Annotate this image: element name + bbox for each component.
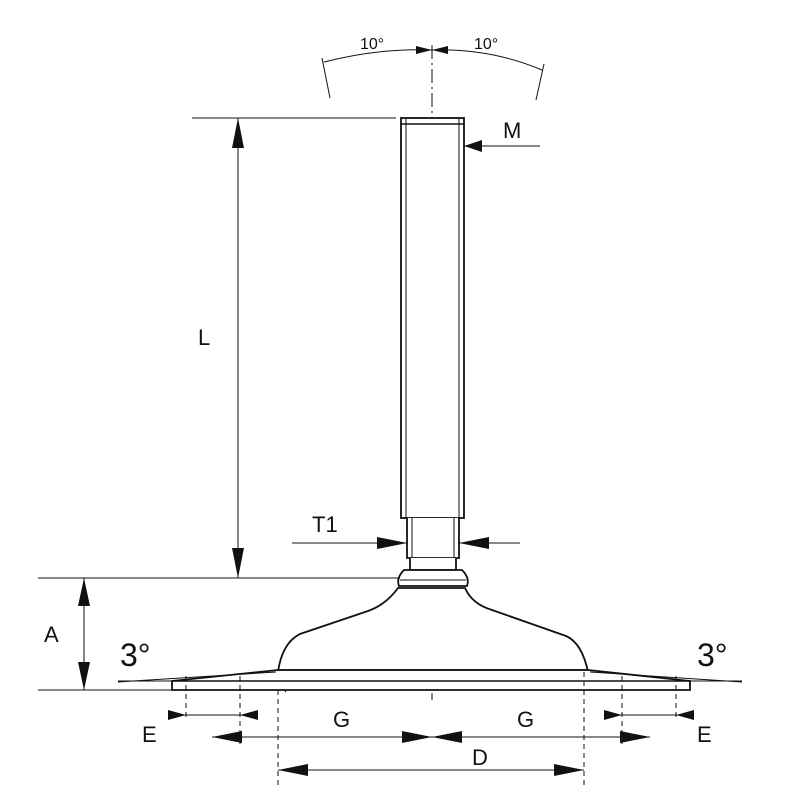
dimension-t1 xyxy=(292,537,520,549)
angle-right-label: 10° xyxy=(474,36,498,53)
tilt-ref-left xyxy=(117,671,277,683)
hex-label: T1 xyxy=(312,512,338,537)
dimension-a xyxy=(38,577,400,691)
dimension-m xyxy=(464,140,540,152)
half-left-label: G xyxy=(333,707,350,732)
dimension-d xyxy=(278,764,584,776)
threaded-stem xyxy=(400,117,465,571)
diameter-label: D xyxy=(472,745,488,770)
dimension-e-left xyxy=(168,710,258,720)
half-right-label: G xyxy=(517,707,534,732)
dimension-l xyxy=(192,117,396,578)
edge-right-label: E xyxy=(697,722,712,747)
ball-joint xyxy=(397,569,469,587)
height-label: A xyxy=(44,622,59,647)
dimension-e-right xyxy=(604,710,694,720)
tilt-angle-arcs xyxy=(321,46,545,101)
angle-left-label: 10° xyxy=(360,36,384,53)
dimension-g xyxy=(212,731,650,743)
thread-label: M xyxy=(503,118,521,143)
edge-left-label: E xyxy=(142,722,157,747)
tilt-ref-right xyxy=(589,671,743,683)
tilt-left-label: 3° xyxy=(120,637,151,673)
length-label: L xyxy=(198,325,210,350)
tilt-right-label: 3° xyxy=(697,637,728,673)
